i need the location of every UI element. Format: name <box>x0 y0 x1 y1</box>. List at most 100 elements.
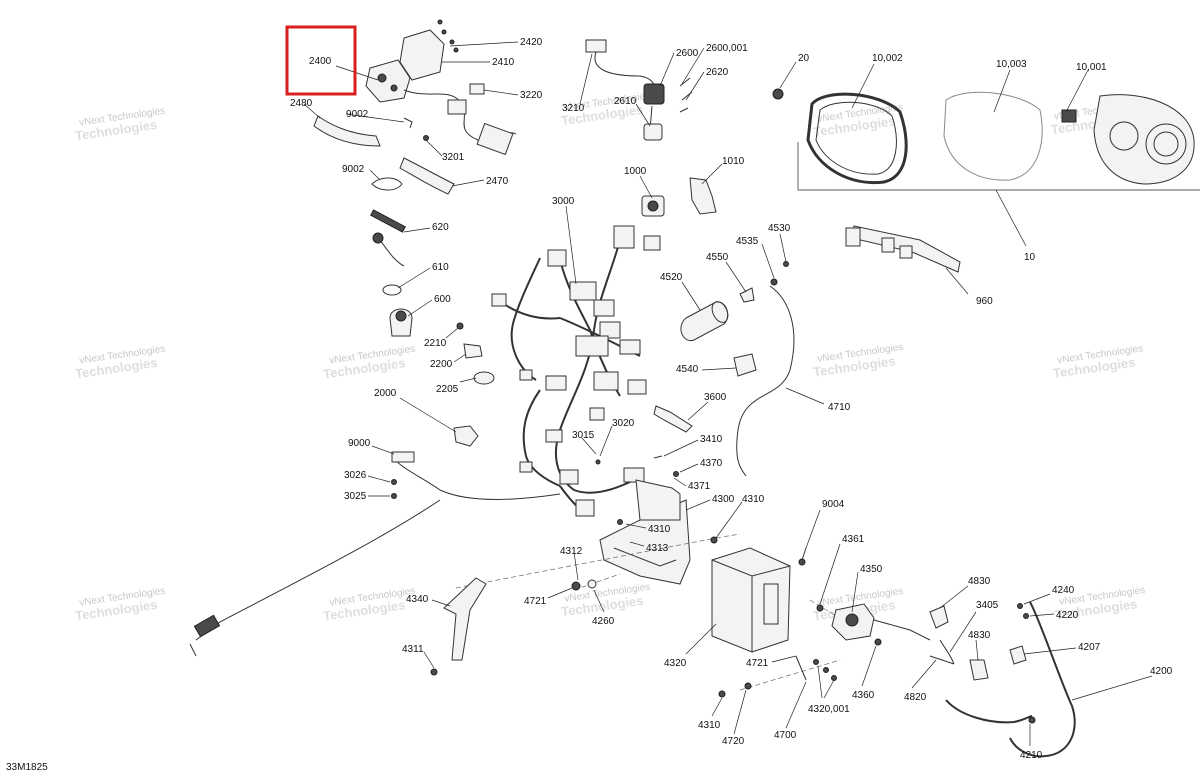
leader <box>599 425 613 457</box>
callout-label[interactable]: 3015 <box>572 430 595 441</box>
callout-label[interactable]: 4320 <box>664 658 687 669</box>
callout-label[interactable]: 4371 <box>688 481 711 492</box>
callout-label[interactable]: 620 <box>432 222 449 233</box>
callout-label[interactable]: 1000 <box>624 166 647 177</box>
callout-label[interactable]: 3025 <box>344 491 367 502</box>
callout-label[interactable]: 3600 <box>704 392 727 403</box>
callout-label[interactable]: 3220 <box>520 90 543 101</box>
leader <box>449 41 519 47</box>
leader <box>851 571 859 613</box>
boot <box>929 605 949 629</box>
callout-label[interactable]: 4310 <box>648 524 671 535</box>
callout-label[interactable]: 3410 <box>700 434 723 445</box>
callout-label[interactable]: 20 <box>798 53 810 64</box>
highlight-box[interactable] <box>285 25 357 96</box>
callout-label[interactable]: 4535 <box>736 236 759 247</box>
callout-label[interactable]: 10,003 <box>996 59 1027 70</box>
boot <box>969 659 989 681</box>
leader <box>711 697 723 717</box>
callout-label[interactable]: 4360 <box>852 690 875 701</box>
callout-label[interactable]: 2600 <box>676 48 699 59</box>
callout-label[interactable]: 4200 <box>1150 666 1173 677</box>
callout-label[interactable]: 10,001 <box>1076 62 1107 73</box>
callout-label[interactable]: 4830 <box>968 630 991 641</box>
callout-label[interactable]: 4207 <box>1078 642 1101 653</box>
callout-label[interactable]: 4310 <box>742 494 765 505</box>
callout-label[interactable]: 4820 <box>904 692 927 703</box>
callout-label[interactable]: 3000 <box>552 196 575 207</box>
callout-label[interactable]: 4721 <box>746 658 769 669</box>
callout-label[interactable]: 2205 <box>436 384 459 395</box>
callout-label[interactable]: 4720 <box>722 736 745 747</box>
callout-label[interactable]: 2200 <box>430 359 453 370</box>
callout-label[interactable]: 4721 <box>524 596 547 607</box>
callout-label[interactable]: 9004 <box>822 499 845 510</box>
callout-label[interactable]: 2470 <box>486 176 509 187</box>
leader <box>1023 647 1077 655</box>
callout-label[interactable]: 3026 <box>344 470 367 481</box>
callout-label[interactable]: 3405 <box>976 600 999 611</box>
leader <box>725 261 747 293</box>
callout-label[interactable]: 4313 <box>646 543 669 554</box>
callout-label[interactable]: 4370 <box>700 458 723 469</box>
cable <box>195 499 441 641</box>
callout-label[interactable]: 2620 <box>706 67 729 78</box>
callout-label[interactable]: 4530 <box>768 223 791 234</box>
callout-label[interactable]: 9000 <box>348 438 371 449</box>
callout-label[interactable]: 4220 <box>1056 610 1079 621</box>
callout-label[interactable]: 2420 <box>520 37 543 48</box>
ignition-switch <box>641 177 717 217</box>
callout-label[interactable]: 2480 <box>290 98 313 109</box>
callout-label[interactable]: 2610 <box>614 96 637 107</box>
callout-label[interactable]: 2400 <box>309 56 332 67</box>
screw <box>456 322 464 330</box>
callout-label[interactable]: 4361 <box>842 534 865 545</box>
callout-label[interactable]: 4310 <box>698 720 721 731</box>
leader <box>423 651 435 669</box>
callout-label[interactable]: 600 <box>434 294 451 305</box>
callout-label[interactable]: 9002 <box>346 109 369 120</box>
callout-label[interactable]: 4210 <box>1020 750 1043 761</box>
callout-label[interactable]: 4240 <box>1052 585 1075 596</box>
callout-label[interactable]: 2410 <box>492 57 515 68</box>
callout-label[interactable]: 4300 <box>712 494 735 505</box>
screw <box>783 261 789 267</box>
callout-label[interactable]: 4260 <box>592 616 615 627</box>
nut <box>816 604 824 612</box>
callout-label[interactable]: 4540 <box>676 364 699 375</box>
callout-label[interactable]: 3020 <box>612 418 635 429</box>
callout-label[interactable]: 4710 <box>828 402 851 413</box>
callout-label[interactable]: 4700 <box>774 730 797 741</box>
leader <box>681 47 705 85</box>
nut <box>1017 603 1023 609</box>
spacer <box>587 579 597 589</box>
callout-label[interactable]: 4520 <box>660 272 683 283</box>
callout-label[interactable]: 3210 <box>562 103 585 114</box>
callout-label[interactable]: 4340 <box>406 594 429 605</box>
callout-label[interactable]: 4550 <box>706 252 729 263</box>
callout-label[interactable]: 4312 <box>560 546 583 557</box>
leader <box>335 65 379 81</box>
leader <box>581 437 597 455</box>
callout-label[interactable]: 2210 <box>424 338 447 349</box>
callout-label[interactable]: 1010 <box>722 156 745 167</box>
nut <box>1023 613 1029 619</box>
callout-label[interactable]: 3201 <box>442 152 465 163</box>
callout-label[interactable]: 10 <box>1024 252 1036 263</box>
callout-label[interactable]: 10,002 <box>872 53 903 64</box>
callout-label[interactable]: 9002 <box>342 164 365 175</box>
callout-label[interactable]: 4320,001 <box>808 704 850 715</box>
main-harness <box>491 225 661 517</box>
callout-label[interactable]: 4350 <box>860 564 883 575</box>
cable <box>736 285 795 477</box>
callout-label[interactable]: 960 <box>976 296 993 307</box>
leader <box>451 179 485 187</box>
callout-label[interactable]: 4830 <box>968 576 991 587</box>
leader <box>817 665 823 699</box>
callout-label[interactable]: 2000 <box>374 388 397 399</box>
callout-label[interactable]: 2600,001 <box>706 43 748 54</box>
callout-label[interactable]: 610 <box>432 262 449 273</box>
leader <box>851 63 875 109</box>
callout-label[interactable]: 4311 <box>402 644 424 655</box>
watermark: vNext Technologies Technologies <box>74 344 166 382</box>
